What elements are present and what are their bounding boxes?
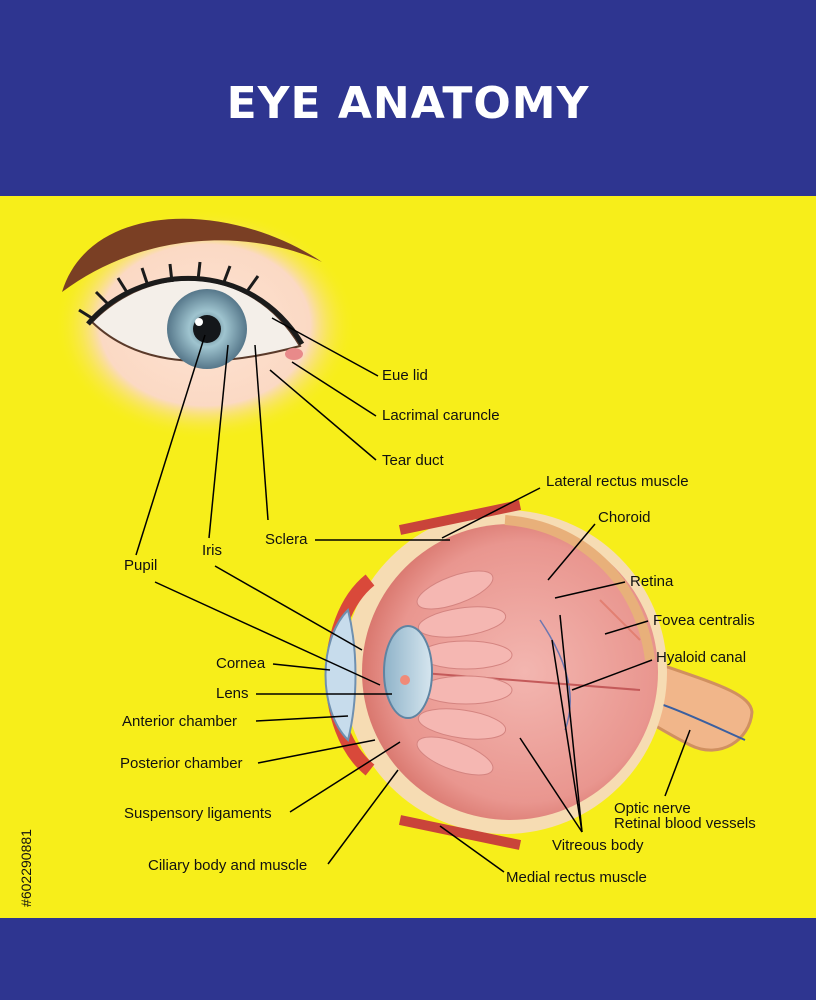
leader-vitreous-2	[551, 639, 583, 833]
label-posterior-chamber: Posterior chamber	[120, 755, 243, 772]
leader-lateral-rectus	[441, 487, 541, 539]
external-eye	[55, 210, 355, 440]
eyelashes	[86, 276, 305, 346]
label-hyaloid-canal: Hyaloid canal	[656, 649, 747, 666]
label-eye-lid: Eue lid	[382, 367, 428, 384]
leader-ciliary	[327, 769, 399, 865]
leader-cornea	[272, 663, 331, 671]
label-lens: Lens	[216, 685, 249, 702]
footer-band	[0, 918, 816, 1000]
hyaloid-line	[409, 671, 641, 691]
page-title: EYE ANATOMY	[226, 78, 590, 129]
eyeball-cross-section	[324, 500, 754, 850]
stock-id-label: #602290881	[18, 829, 34, 907]
leader-optic-nerve	[664, 729, 691, 797]
leader-pupil	[154, 581, 381, 686]
leader-sclera-eye	[254, 344, 269, 521]
leader-fovea	[604, 620, 649, 635]
header-band	[0, 0, 816, 196]
label-optic-nerve: Optic nerve	[614, 800, 691, 817]
leader-suspensory	[289, 741, 401, 813]
label-iris: Iris	[202, 542, 222, 559]
stock-id-text: #602290881	[16, 760, 36, 990]
leader-pupil-eye	[135, 334, 206, 556]
lens-dot	[400, 675, 410, 685]
medial-rectus-shape	[398, 815, 522, 850]
leader-vitreous-1	[519, 737, 583, 833]
label-retina: Retina	[630, 573, 674, 590]
eyebrow	[62, 218, 322, 292]
leader-lines	[135, 317, 691, 873]
ciliary-folds	[416, 570, 513, 776]
leader-retina	[554, 581, 626, 599]
leader-hyaloid	[571, 659, 653, 691]
leader-anterior	[255, 715, 349, 722]
label-vitreous-body: Vitreous body	[552, 837, 644, 854]
label-ciliary-body: Ciliary body and muscle	[148, 857, 308, 874]
leader-iris	[214, 565, 363, 651]
leader-tear-duct	[269, 369, 377, 461]
label-medial-rectus: Medial rectus muscle	[506, 869, 647, 886]
leader-eye-lid	[271, 317, 379, 377]
label-lacrimal-caruncle: Lacrimal caruncle	[382, 407, 500, 424]
leader-choroid	[547, 523, 596, 581]
label-anterior-chamber: Anterior chamber	[122, 713, 238, 730]
label-tear-duct: Tear duct	[382, 452, 444, 469]
lens-shape	[383, 625, 433, 719]
label-suspensory-ligaments: Suspensory ligaments	[124, 805, 272, 822]
cornea-shape	[324, 608, 357, 742]
label-cornea: Cornea	[216, 655, 266, 672]
leader-iris-eye	[208, 344, 229, 539]
leader-posterior	[257, 739, 376, 764]
label-lateral-rectus: Lateral rectus muscle	[546, 473, 689, 490]
upper-lashes	[78, 261, 260, 322]
label-choroid: Choroid	[598, 509, 651, 526]
label-retinal-blood-vessels: Retinal blood vessels	[614, 815, 756, 832]
leader-caruncle	[291, 361, 377, 417]
label-pupil: Pupil	[124, 557, 158, 574]
choroid-band	[504, 515, 655, 661]
leader-medial-rectus	[439, 825, 505, 873]
label-sclera: Sclera	[265, 531, 308, 548]
caruncle-shape	[285, 348, 303, 360]
leader-vitreous-3	[559, 614, 583, 833]
label-fovea-centralis: Fovea centralis	[653, 612, 755, 629]
pupil-highlight	[195, 318, 203, 326]
vessel-1	[599, 599, 641, 641]
